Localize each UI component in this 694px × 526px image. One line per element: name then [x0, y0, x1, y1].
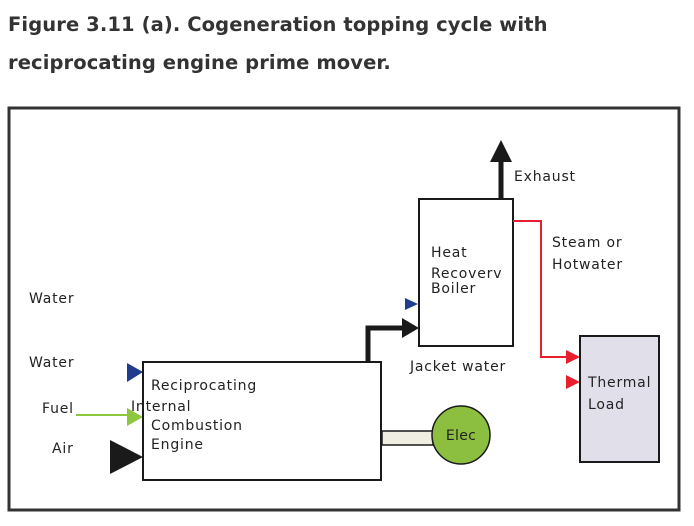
boiler-label-line-2: Recoverv	[431, 266, 502, 282]
heat-recovery-boiler-box	[418, 198, 514, 347]
thermal-label-line-1: Thermal	[587, 375, 651, 391]
exhaust-label: Exhaust	[514, 169, 576, 185]
steam-label-line-1: Steam or	[552, 235, 622, 251]
hotwater-arrow-icon	[566, 375, 580, 389]
generator-shaft	[381, 430, 434, 446]
engine-label-line-4: Engine	[151, 437, 204, 453]
fuel-label: Fuel	[42, 401, 74, 417]
boiler-water-inlet-arrow-icon	[405, 298, 418, 310]
water-top-label: Water	[29, 291, 74, 307]
boiler-label-line-3: Boiler	[431, 281, 476, 297]
water-inlet-arrow-icon	[127, 363, 143, 382]
engine-label-line-2: Internal	[131, 399, 191, 415]
thermal-load-box	[579, 335, 660, 463]
steam-line	[513, 220, 568, 358]
engine-label-line-3: Combustion	[151, 418, 243, 434]
air-label: Air	[52, 441, 74, 457]
jacket-water-label: Jacket water	[409, 359, 506, 375]
fuel-inlet-arrow-icon	[127, 408, 143, 426]
engine-box	[142, 361, 382, 481]
air-inlet-arrow-icon	[110, 440, 143, 474]
exhaust-arrow-icon	[490, 140, 512, 162]
jacket-water-connector	[365, 325, 406, 362]
figure-title: Figure 3.11 (a). Cogeneration topping cy…	[8, 6, 688, 82]
engine-label-line-1: Reciprocating	[151, 378, 257, 394]
boiler-label-line-1: Heat	[431, 245, 467, 261]
figure-title-line-1: Figure 3.11 (a). Cogeneration topping cy…	[8, 13, 548, 36]
jacket-water-arrow-icon	[402, 318, 419, 338]
figure-title-line-2: reciprocating engine prime mover.	[8, 51, 391, 74]
water-label: Water	[29, 355, 74, 371]
electric-generator	[431, 405, 491, 465]
steam-arrow-icon	[566, 350, 580, 364]
steam-label-line-2: Hotwater	[552, 257, 623, 273]
diagram-frame	[7, 106, 681, 512]
thermal-label-line-2: Load	[588, 397, 625, 413]
elec-label: Elec	[446, 428, 476, 444]
